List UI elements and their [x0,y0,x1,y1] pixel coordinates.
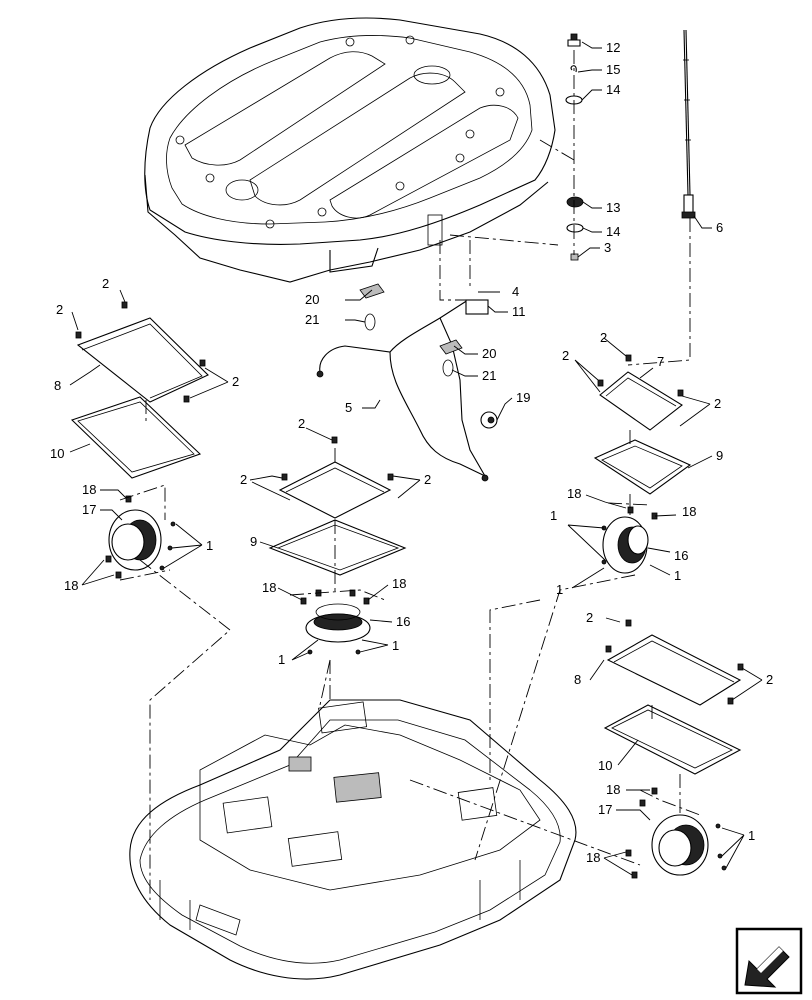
callout-1-e: 1 [278,652,285,667]
callout-2-i: 2 [424,472,431,487]
antenna [681,29,696,219]
callout-18-f: 18 [392,576,406,591]
gasket-right-9 [593,439,692,495]
callout-11: 11 [512,304,526,319]
callout-9-center: 9 [250,534,257,549]
callout-10-left: 10 [50,446,64,461]
callout-21-upper: 21 [305,312,319,327]
callout-8-left: 8 [54,378,61,393]
callout-2-d: 2 [600,330,607,345]
callout-2-k: 2 [766,672,773,687]
callout-20-lower: 20 [482,346,496,361]
panel-right-7 [597,354,684,431]
callout-7: 7 [657,354,664,369]
speaker-center-16 [300,589,371,655]
callout-2-a: 2 [102,276,109,291]
callout-14-upper: 14 [606,82,620,97]
callout-14-lower: 14 [606,224,620,239]
callout-labels: 12 15 14 13 14 3 6 4 11 20 21 20 21 5 19… [50,40,773,865]
callout-8-right: 8 [574,672,581,687]
roof-base [129,699,577,980]
callout-19: 19 [516,390,530,405]
callout-20-upper: 20 [305,292,319,307]
callout-1-a: 1 [206,538,213,553]
callout-18-b: 18 [64,578,78,593]
speaker-right-16 [601,506,658,574]
callout-2-c: 2 [232,374,239,389]
panel-left-8 [75,301,209,403]
callout-17-left: 17 [82,502,96,517]
speaker-left-17 [105,495,176,579]
gasket-left-10 [70,396,202,479]
callout-1-g: 1 [748,828,755,843]
callout-18-c: 18 [567,486,581,501]
callout-21-lower: 21 [482,368,496,383]
callout-4: 4 [512,284,519,299]
callout-12: 12 [606,40,620,55]
antenna-hardware [565,33,584,261]
callout-18-h: 18 [586,850,600,865]
callout-2-e: 2 [562,348,569,363]
callout-2-b: 2 [56,302,63,317]
callout-18-a: 18 [82,482,96,497]
callout-1-d: 1 [556,582,563,597]
leader-lines [69,41,763,876]
callout-18-e: 18 [262,580,276,595]
callout-16-right: 16 [674,548,688,563]
callout-1-c: 1 [674,568,681,583]
callout-6: 6 [716,220,723,235]
roof-cover [144,17,556,283]
alignment-lines [119,50,701,900]
callout-18-d: 18 [682,504,696,519]
callout-2-f: 2 [714,396,721,411]
callout-9-right: 9 [716,448,723,463]
gasket-lower-right-10 [603,704,742,775]
callout-15: 15 [606,62,620,77]
callout-1-b: 1 [550,508,557,523]
callout-16-center: 16 [396,614,410,629]
wire-harness [316,283,498,482]
panel-lower-right-8 [605,619,744,706]
callout-18-g: 18 [606,782,620,797]
callout-10-right: 10 [598,758,612,773]
callout-3: 3 [604,240,611,255]
callout-2-g: 2 [298,416,305,431]
callout-5: 5 [345,400,352,415]
callout-1-f: 1 [392,638,399,653]
gasket-center-9 [268,519,407,576]
callout-17-right: 17 [598,802,612,817]
callout-13: 13 [606,200,620,215]
arrow-down-left-icon[interactable] [735,927,803,995]
callout-2-h: 2 [240,472,247,487]
callout-2-j: 2 [586,610,593,625]
panel-center [278,436,394,519]
speaker-lower-right-17 [625,787,727,879]
